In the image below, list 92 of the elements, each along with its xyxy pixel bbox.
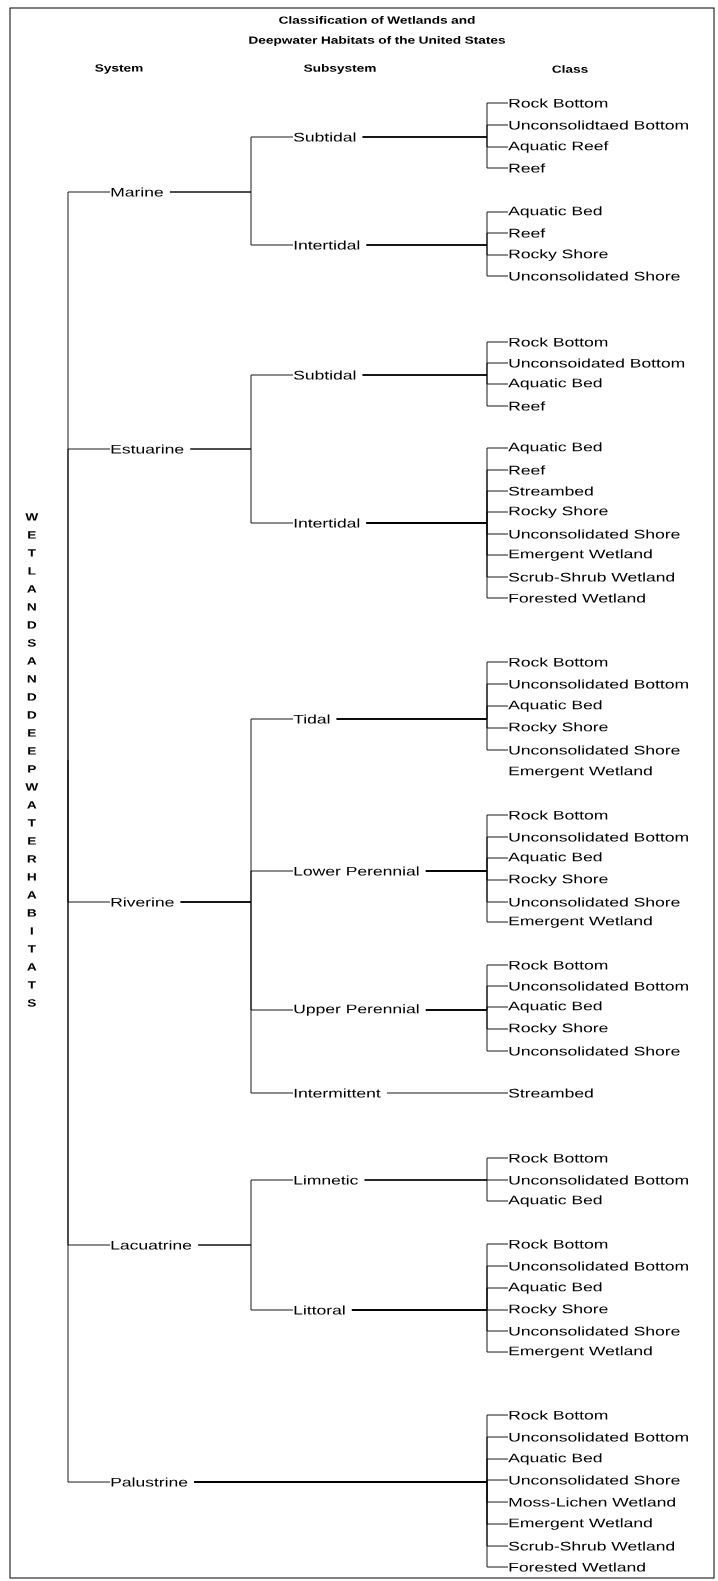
category-label: Lower Perennial: [294, 866, 419, 876]
category-label: Aquatic Bed: [508, 378, 602, 390]
category-label: Reef: [509, 228, 546, 238]
category-label: Estuarine: [111, 444, 184, 454]
category-label: Unconsolidated Bottom: [509, 1261, 688, 1271]
category-label: Intertidal: [294, 518, 360, 528]
tree-connector: [193, 1481, 509, 1568]
tree-connector: [189, 448, 294, 524]
category-label: Rocky Shore: [509, 722, 608, 734]
category-label: Unconsolidtaed Bottom: [509, 120, 688, 130]
tree-connector: [366, 244, 509, 277]
category-label: Aquatic Bed: [508, 1453, 602, 1465]
category-label: Rock Bottom: [509, 960, 608, 970]
column-header: System: [95, 64, 143, 74]
category-label: Emergent Wetland: [509, 549, 652, 561]
category-label: Unconsolidated Shore: [509, 271, 680, 281]
category-label: Aquatic Bed: [508, 206, 602, 218]
category-label: Subtidal: [294, 132, 356, 142]
category-label: Emergent Wetland: [509, 916, 652, 928]
category-label: Aquatic Bed: [508, 700, 602, 712]
category-label: Scrub-Shrub Wetland: [509, 572, 675, 582]
category-label: Rock Bottom: [509, 657, 608, 667]
category-label: Palustrine: [111, 1477, 188, 1487]
category-label: Marine: [111, 187, 163, 197]
category-label: Rocky Shore: [509, 506, 608, 518]
category-label: Emergent Wetland: [509, 1518, 652, 1530]
category-label: Streambed: [509, 1088, 593, 1098]
tree-connector: [67, 759, 111, 1483]
tree-connector: [425, 1009, 509, 1052]
category-label: Rocky Shore: [509, 874, 608, 886]
tree-connector: [67, 448, 111, 761]
category-label: Subtidal: [294, 370, 356, 380]
category-label: Rocky Shore: [509, 1304, 608, 1316]
column-header: Class: [552, 65, 588, 73]
category-label: Unconsolidated Shore: [509, 1326, 680, 1336]
category-label: Rock Bottom: [509, 98, 608, 108]
tree-connector: [364, 1179, 509, 1202]
category-label: Rock Bottom: [509, 1153, 608, 1163]
category-label: Emergent Wetland: [509, 1346, 652, 1358]
category-label: Scrub-Shrub Wetland: [509, 1541, 675, 1551]
category-label: Unconsolidated Shore: [509, 745, 680, 755]
tree-connector: [180, 901, 294, 1094]
category-label: Unconsolidated Bottom: [509, 679, 688, 689]
category-label: Emergent Wetland: [509, 766, 652, 778]
category-label: Rock Bottom: [509, 810, 608, 820]
category-label: Forested Wetland: [509, 1562, 645, 1572]
category-label: Aquatic Bed: [508, 1282, 602, 1294]
tree-connector: [197, 1244, 294, 1311]
tree-connector: [386, 1092, 509, 1094]
tree-connector: [366, 522, 509, 599]
category-label: Lacuatrine: [111, 1240, 192, 1250]
tree-connector: [169, 191, 294, 246]
category-label: Aquatic Bed: [508, 852, 602, 864]
category-label: Forested Wetland: [509, 593, 645, 603]
category-label: Unconsolidated Bottom: [509, 981, 688, 991]
category-label: Aquatic Bed: [508, 1195, 602, 1207]
category-label: Rocky Shore: [509, 1023, 608, 1035]
category-label: Moss-Lichen Wetland: [509, 1497, 675, 1507]
category-label: Unconsolidated Bottom: [509, 832, 688, 842]
category-label: Unconsolidated Bottom: [509, 1432, 688, 1442]
tree-connector: [362, 136, 509, 169]
title: Classification of Wetlands and Deepwater Habitats of the United States: [249, 16, 505, 46]
category-label: Rocky Shore: [509, 249, 608, 261]
category-label: Rock Bottom: [509, 337, 608, 347]
category-label: Aquatic Bed: [508, 1001, 602, 1013]
tree-connector: [425, 870, 509, 923]
category-label: Tidal: [293, 714, 330, 724]
category-label: Unconsolidated Shore: [509, 1046, 680, 1056]
category-label: Unconsolidated Bottom: [509, 1175, 688, 1185]
category-label: Unconsoidated Bottom: [509, 358, 685, 368]
category-label: Aquatic Reef: [508, 141, 609, 153]
category-label: Reef: [509, 163, 546, 173]
category-label: Unconsolidated Shore: [509, 529, 680, 539]
category-label: Rock Bottom: [509, 1410, 608, 1420]
category-label: Streambed: [509, 486, 593, 496]
category-label: Aquatic Bed: [508, 442, 602, 454]
category-label: Littoral: [294, 1305, 345, 1315]
tree-connector: [336, 718, 509, 751]
category-label: Reef: [509, 401, 546, 411]
category-label: Unconsolidated Shore: [509, 897, 680, 907]
category-label: Intermittent: [294, 1088, 381, 1098]
category-label: Upper Perennial: [294, 1004, 419, 1016]
column-header: Subsystem: [304, 64, 376, 74]
category-label: Limnetic: [294, 1175, 358, 1185]
category-label: Riverine: [111, 897, 174, 907]
tree-connector: [351, 1309, 509, 1353]
vertical-title: WETLANDS AND DEEP WATER HABITATS: [25, 513, 39, 1007]
tree-connector: [362, 374, 509, 407]
category-label: Intertidal: [294, 240, 360, 250]
category-label: Unconsolidated Shore: [509, 1475, 680, 1485]
category-label: Rock Bottom: [509, 1239, 608, 1249]
category-label: Reef: [509, 465, 546, 475]
